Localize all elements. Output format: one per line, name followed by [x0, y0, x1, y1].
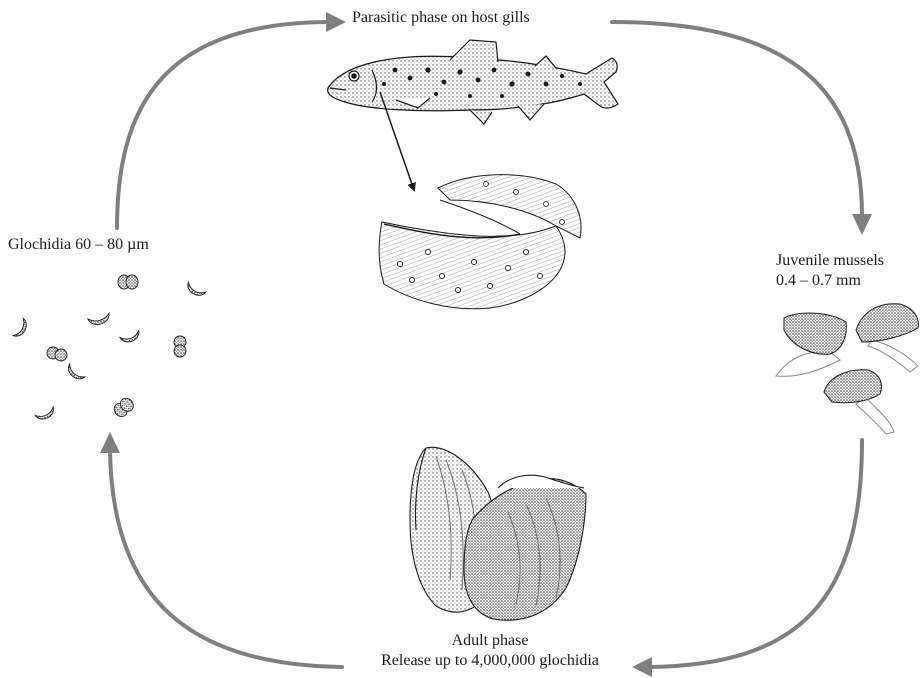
juvenile-mussels [776, 304, 918, 434]
juvenile-mussels-title: Juvenile mussels [776, 251, 884, 271]
arrow-juvenile-to-adult [650, 440, 862, 667]
parasitic-phase-title: Parasitic phase on host gills [352, 8, 530, 28]
adult-mussel-illustration [410, 447, 586, 620]
glochidia-title: Glochidia 60 – 80 µm [8, 235, 149, 255]
arrow-adult-to-glochidia [110, 450, 342, 667]
glochidium-icon [65, 364, 85, 383]
glochidium-icon [88, 313, 111, 327]
arrow-parasitic-to-juvenile [612, 22, 862, 216]
glochidia-label: Glochidia 60 – 80 µm [8, 235, 149, 255]
glochidium-icon [118, 275, 138, 289]
glochidium-icon [35, 407, 56, 422]
arrow-head-adult [632, 657, 652, 677]
arrow-head-parasitic [326, 12, 346, 32]
adult-phase-title: Adult phase [352, 631, 628, 651]
juvenile-mussels-size: 0.4 – 0.7 mm [776, 271, 884, 291]
juvenile-mussels-label: Juvenile mussels 0.4 – 0.7 mm [776, 251, 884, 291]
arrow-glochidia-to-parasitic [117, 22, 330, 228]
juvenile-mussel-icon [856, 304, 918, 372]
adult-phase-release: Release up to 4,000,000 glochidia [352, 651, 628, 671]
glochidium-icon [47, 347, 67, 361]
glochidium-icon [185, 282, 206, 298]
glochidium-icon [112, 396, 136, 420]
parasitic-phase-label: Parasitic phase on host gills [352, 8, 530, 28]
juvenile-mussel-icon [776, 313, 846, 376]
glochidium-icon [174, 336, 186, 357]
arrow-head-glochidia [100, 432, 120, 453]
gill-illustration [379, 175, 581, 309]
juvenile-mussel-icon [824, 370, 894, 434]
adult-phase-label: Adult phase Release up to 4,000,000 gloc… [352, 631, 628, 671]
trout-illustration [328, 40, 618, 124]
arrow-head-juvenile [852, 214, 872, 235]
glochidia-cluster [13, 275, 205, 422]
glochidium-icon [120, 331, 141, 345]
glochidium-icon [13, 318, 29, 339]
